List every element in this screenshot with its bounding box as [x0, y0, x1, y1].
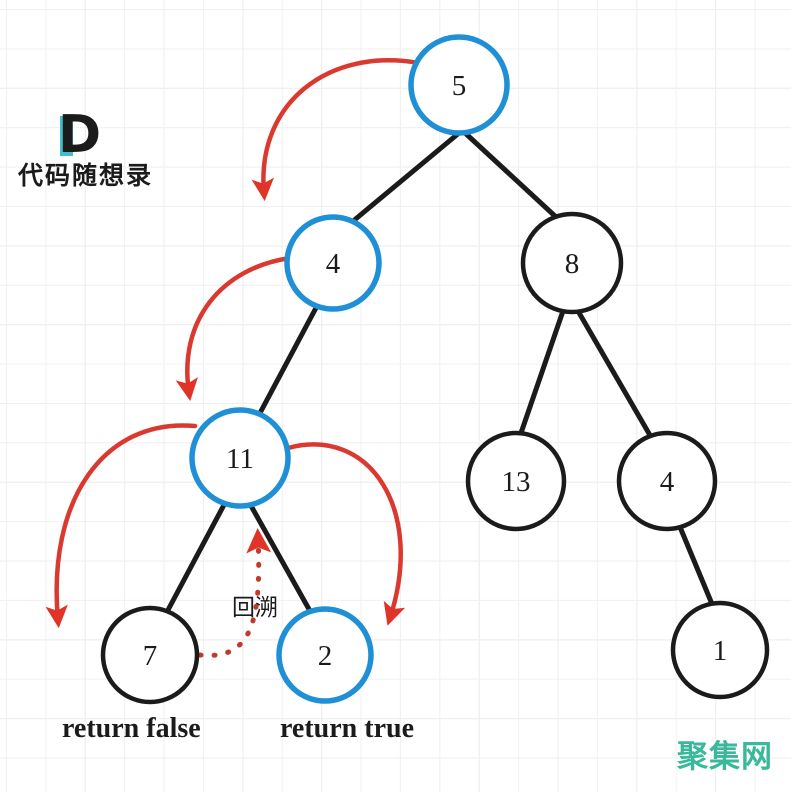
node-4-right[interactable]: 4 [616, 430, 718, 532]
caption-return-false: return false [62, 713, 201, 744]
node-5[interactable]: 5 [408, 34, 510, 136]
node-11-circle [189, 407, 291, 509]
traversal-arrow-4-to-11 [175, 255, 293, 402]
tree-edges [165, 129, 715, 614]
node-2-label: 2 [318, 640, 333, 672]
node-8-label: 8 [565, 248, 580, 280]
node-13-label: 13 [502, 466, 531, 498]
logo-d-icon: D [58, 105, 101, 165]
edge-11-7 [165, 500, 228, 613]
caption-return-true: return true [280, 713, 414, 744]
node-11-label: 11 [226, 443, 254, 475]
edge-4-11 [257, 303, 320, 416]
node-2-circle [276, 606, 374, 704]
logo-d-glyph: D [58, 105, 101, 165]
node-8[interactable]: 8 [520, 211, 624, 315]
logo-text: 代码随想录 [18, 161, 154, 190]
node-1-circle [670, 600, 770, 700]
node-11[interactable]: 11 [189, 407, 291, 509]
node-13-circle [465, 430, 567, 532]
node-13[interactable]: 13 [465, 430, 567, 532]
node-5-circle [408, 34, 510, 136]
node-4-right-label: 4 [660, 466, 675, 498]
edge-11-2 [247, 501, 313, 614]
edge-4b-1 [677, 524, 715, 607]
node-8-circle [520, 211, 624, 315]
node-1[interactable]: 1 [670, 600, 770, 700]
traversal-arrow-5-to-4 [251, 57, 422, 202]
node-7-circle [100, 605, 200, 705]
backtrack-arrow-group [197, 528, 272, 658]
brand-logo: D 代码随想录 [18, 105, 178, 192]
traversal-arrow-11-to-2 [285, 442, 406, 626]
node-7[interactable]: 7 [100, 605, 200, 705]
edge-8-13 [518, 308, 566, 436]
logo-teal-bar [60, 116, 73, 156]
backtrack-arrow-7-to-11 [197, 528, 272, 658]
node-2[interactable]: 2 [276, 606, 374, 704]
edge-8-4b [575, 308, 654, 440]
node-7-label: 7 [143, 640, 158, 672]
site-watermark: 聚集网 [677, 739, 773, 775]
edge-5-8 [461, 129, 559, 220]
node-1-label: 1 [713, 635, 728, 667]
edge-5-4 [349, 130, 462, 225]
node-4-left[interactable]: 4 [284, 214, 382, 312]
backtrack-label: 回溯 [232, 595, 278, 621]
node-4-right-circle [616, 430, 718, 532]
traversal-arrow-11-to-7 [45, 423, 198, 629]
node-4-left-label: 4 [326, 248, 341, 280]
tree-nodes: 5 4 8 11 13 4 [100, 34, 770, 705]
traversal-arrows [45, 57, 422, 629]
node-5-label: 5 [452, 70, 467, 102]
node-4-left-circle [284, 214, 382, 312]
